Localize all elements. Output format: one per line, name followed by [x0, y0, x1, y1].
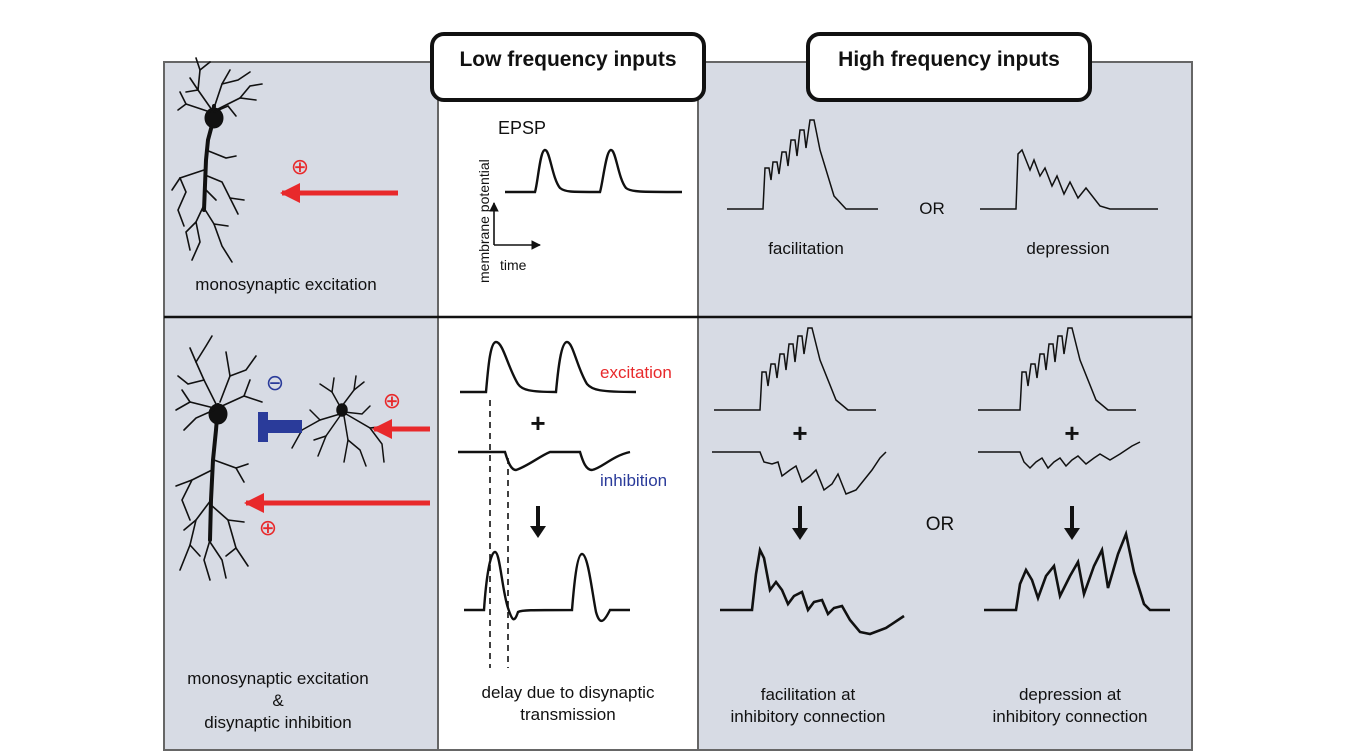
bottom-or-label: OR — [926, 514, 955, 535]
facil-inhibition-trace — [712, 451, 887, 495]
excitation-trace — [460, 340, 637, 394]
inhibitory-synapse-icon — [258, 412, 302, 442]
facilitation-trace — [727, 119, 878, 210]
facil-excitation-trace — [714, 327, 876, 411]
bottom-neuron-label-2: & — [272, 691, 284, 710]
inhibition-label: inhibition — [600, 471, 667, 490]
delay-label-1: delay due to disynaptic — [482, 683, 655, 702]
depr-inhibition-trace — [978, 441, 1141, 470]
excitation-label: excitation — [600, 363, 672, 382]
top-or-label: OR — [919, 199, 945, 218]
depr-inhib-label-2: inhibitory connection — [993, 707, 1148, 726]
facil-inhib-label-2: inhibitory connection — [731, 707, 886, 726]
facil-combined-trace — [720, 545, 905, 636]
middle-panel — [438, 62, 698, 750]
excitatory-plus-icon: ⊕ — [291, 154, 309, 179]
facil-inhib-label-1: facilitation at — [761, 685, 856, 704]
interneuron-plus-icon: ⊕ — [383, 388, 401, 413]
right-panel — [698, 62, 1192, 750]
header-high-text: High frequency inputs — [838, 48, 1060, 71]
header-high-frequency: High frequency inputs — [806, 32, 1092, 102]
combined-trace — [464, 550, 630, 622]
depression-trace — [980, 148, 1158, 210]
depr-inhib-label-1: depression at — [1019, 685, 1121, 704]
delay-label-2: transmission — [520, 705, 615, 724]
top-neuron-label: monosynaptic excitation — [195, 275, 376, 294]
down-arrow-facil-icon — [792, 528, 808, 540]
facilitation-label: facilitation — [768, 239, 844, 258]
facil-plus-sign: + — [792, 418, 807, 448]
x-axis-label: time — [500, 257, 527, 273]
depr-combined-trace — [984, 529, 1170, 612]
depression-label: depression — [1026, 239, 1109, 258]
plus-sign: + — [530, 408, 545, 438]
y-axis-label: membrane potential — [476, 159, 492, 283]
inhibition-trace — [458, 450, 631, 472]
inhibitory-minus-icon: ⊖ — [266, 370, 284, 395]
bottom-neuron-label-3: disynaptic inhibition — [204, 713, 351, 732]
down-arrow-depr-icon — [1064, 528, 1080, 540]
principal-plus-icon: ⊕ — [259, 515, 277, 540]
header-low-frequency: Low frequency inputs — [430, 32, 706, 102]
depr-plus-sign: + — [1064, 418, 1079, 448]
pyramidal-neuron-icon — [171, 57, 263, 263]
header-low-text: Low frequency inputs — [459, 48, 676, 71]
epsp-label: EPSP — [498, 118, 546, 138]
bottom-neuron-label-1: monosynaptic excitation — [187, 669, 368, 688]
epsp-trace — [505, 148, 683, 194]
depr-excitation-trace — [978, 327, 1136, 411]
down-arrow-middle-icon — [530, 526, 546, 538]
pyramidal-neuron-large-icon — [175, 335, 263, 581]
